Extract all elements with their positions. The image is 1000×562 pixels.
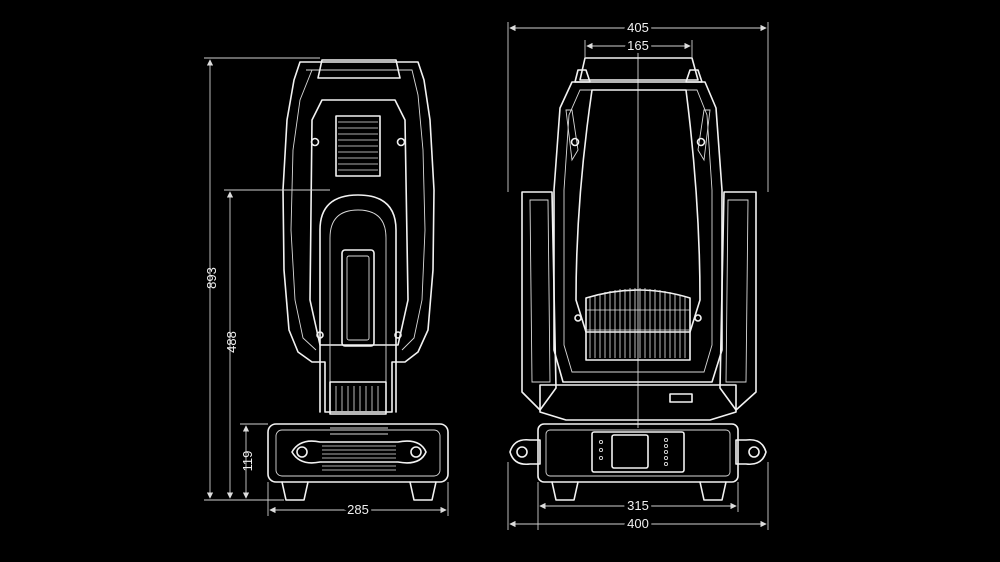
front-total-width-label: 405 bbox=[627, 20, 649, 35]
side-arm-height-label: 488 bbox=[224, 331, 239, 353]
side-total-height-label: 893 bbox=[204, 267, 219, 289]
front-top-width-label: 165 bbox=[627, 38, 649, 53]
side-base-width-label: 285 bbox=[347, 502, 369, 517]
side-base-vent bbox=[322, 445, 396, 471]
control-buttons bbox=[598, 437, 669, 467]
side-view bbox=[267, 59, 449, 501]
side-lower-vent bbox=[335, 386, 379, 411]
front-dimensions: 405 165 315 400 bbox=[507, 17, 769, 534]
side-dimensions: 893 488 119 285 bbox=[204, 57, 449, 520]
front-grille bbox=[586, 288, 690, 358]
front-bottom-width-label: 400 bbox=[627, 516, 649, 531]
front-view bbox=[509, 40, 767, 501]
front-base-width-label: 315 bbox=[627, 498, 649, 513]
side-top-vent bbox=[338, 121, 378, 171]
side-base-height-label: 119 bbox=[240, 451, 255, 472]
